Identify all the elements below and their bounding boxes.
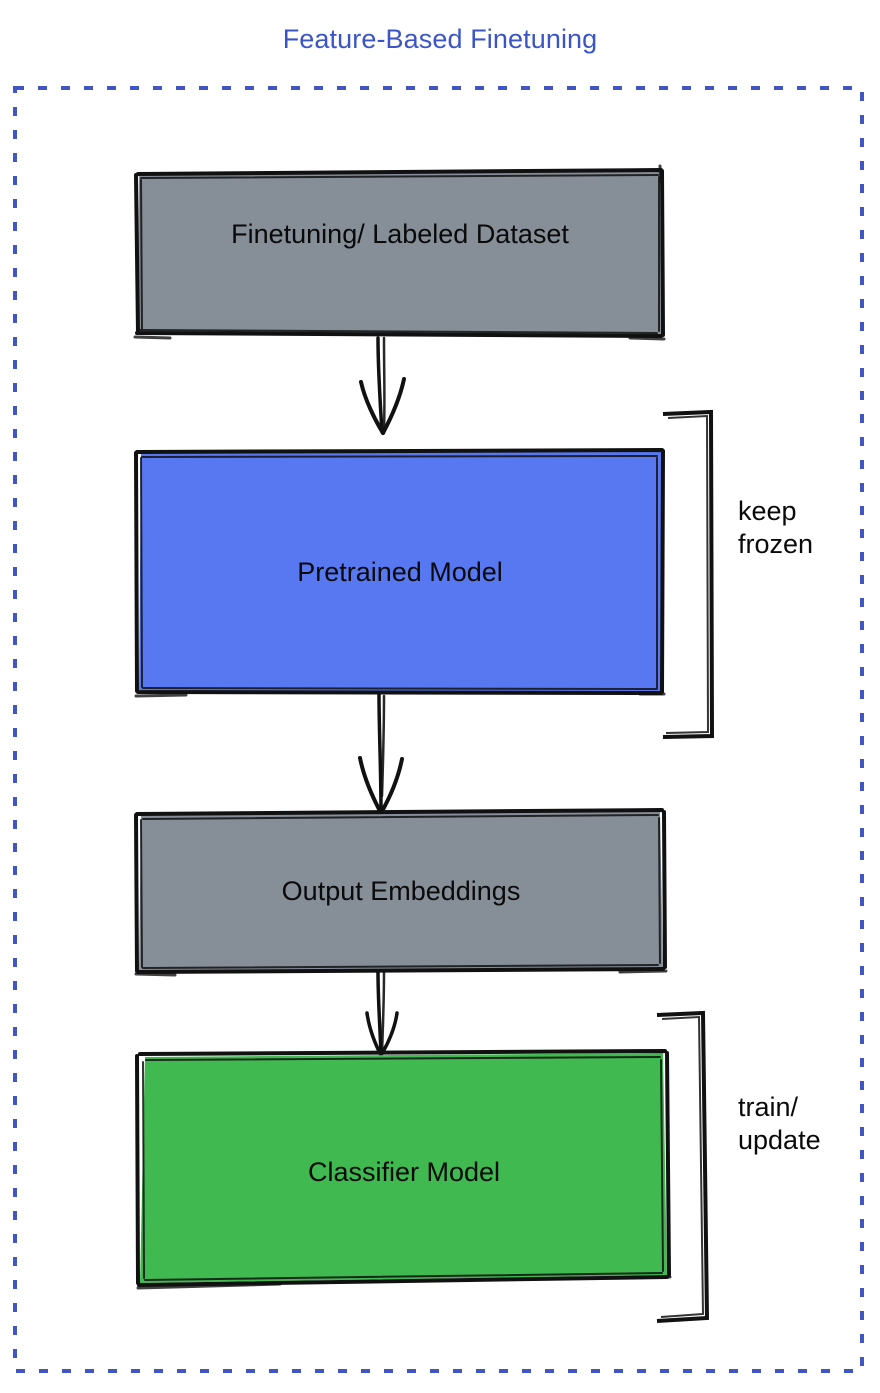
bracket-keep-frozen-sketch (665, 414, 710, 734)
node-pretrained-model[interactable] (134, 448, 666, 698)
node-dataset-outline-overshoot (133, 164, 666, 341)
edge-2-arrowhead-left (358, 756, 383, 815)
node-output-embeddings[interactable] (134, 808, 668, 977)
edge-output-embeddings-to-classifier-model (365, 970, 399, 1057)
node-classifier-model-shape (140, 1053, 667, 1283)
node-pretrained-model-outline-overshoot (134, 692, 666, 698)
edge-3-shaft (376, 970, 383, 1057)
node-output-embeddings-outline-sketch (140, 814, 661, 969)
annotation-keep-frozen: keep frozen (738, 496, 814, 559)
bracket-keep-frozen-path (662, 409, 715, 739)
node-classifier-model-outline (135, 1049, 671, 1287)
node-output-embeddings-outline-overshoot (134, 969, 668, 977)
annotation-train-update: train/ update (738, 1092, 821, 1155)
page-title: Feature-Based Finetuning (282, 24, 598, 54)
node-pretrained-model-outline (134, 448, 665, 695)
node-output-embeddings-shape (139, 811, 663, 971)
edge-2-shaft-b (380, 694, 386, 798)
node-pretrained-model-outline-sketch (140, 455, 658, 690)
bracket-keep-frozen (662, 409, 715, 739)
node-dataset-shape (138, 170, 661, 336)
bracket-train-update (656, 1010, 710, 1323)
bracket-train-update-sketch (660, 1015, 705, 1318)
node-classifier-model-label: Classifier Model (307, 1157, 501, 1187)
edge-1-shaft (376, 336, 384, 434)
edge-2-arrowhead-right (379, 757, 404, 815)
node-pretrained-model-shape (139, 452, 661, 692)
bracket-train-update-path (656, 1010, 710, 1323)
edge-3-shaft-b (380, 970, 386, 1055)
node-dataset-label: Finetuning/ Labeled Dataset (231, 219, 569, 249)
node-output-embeddings-label: Output Embeddings (281, 876, 521, 906)
edge-pretrained-model-to-output-embeddings (358, 692, 404, 815)
node-classifier-model-outline-sketch (142, 1056, 664, 1281)
feature-based-finetuning-frame (13, 86, 864, 1373)
node-dataset-outline-sketch (139, 174, 660, 334)
edge-1-arrowhead-right (381, 377, 406, 435)
node-classifier-model[interactable] (135, 1049, 672, 1290)
node-dataset[interactable] (133, 164, 666, 341)
node-output-embeddings-outline (134, 808, 667, 974)
node-dataset-outline (134, 168, 665, 338)
edge-1-arrowhead-left (359, 380, 385, 435)
edge-dataset-to-pretrained-model (359, 336, 406, 435)
node-classifier-model-outline-overshoot (136, 1275, 672, 1290)
node-pretrained-model-label: Pretrained Model (297, 557, 503, 587)
edge-2-shaft (377, 692, 383, 814)
